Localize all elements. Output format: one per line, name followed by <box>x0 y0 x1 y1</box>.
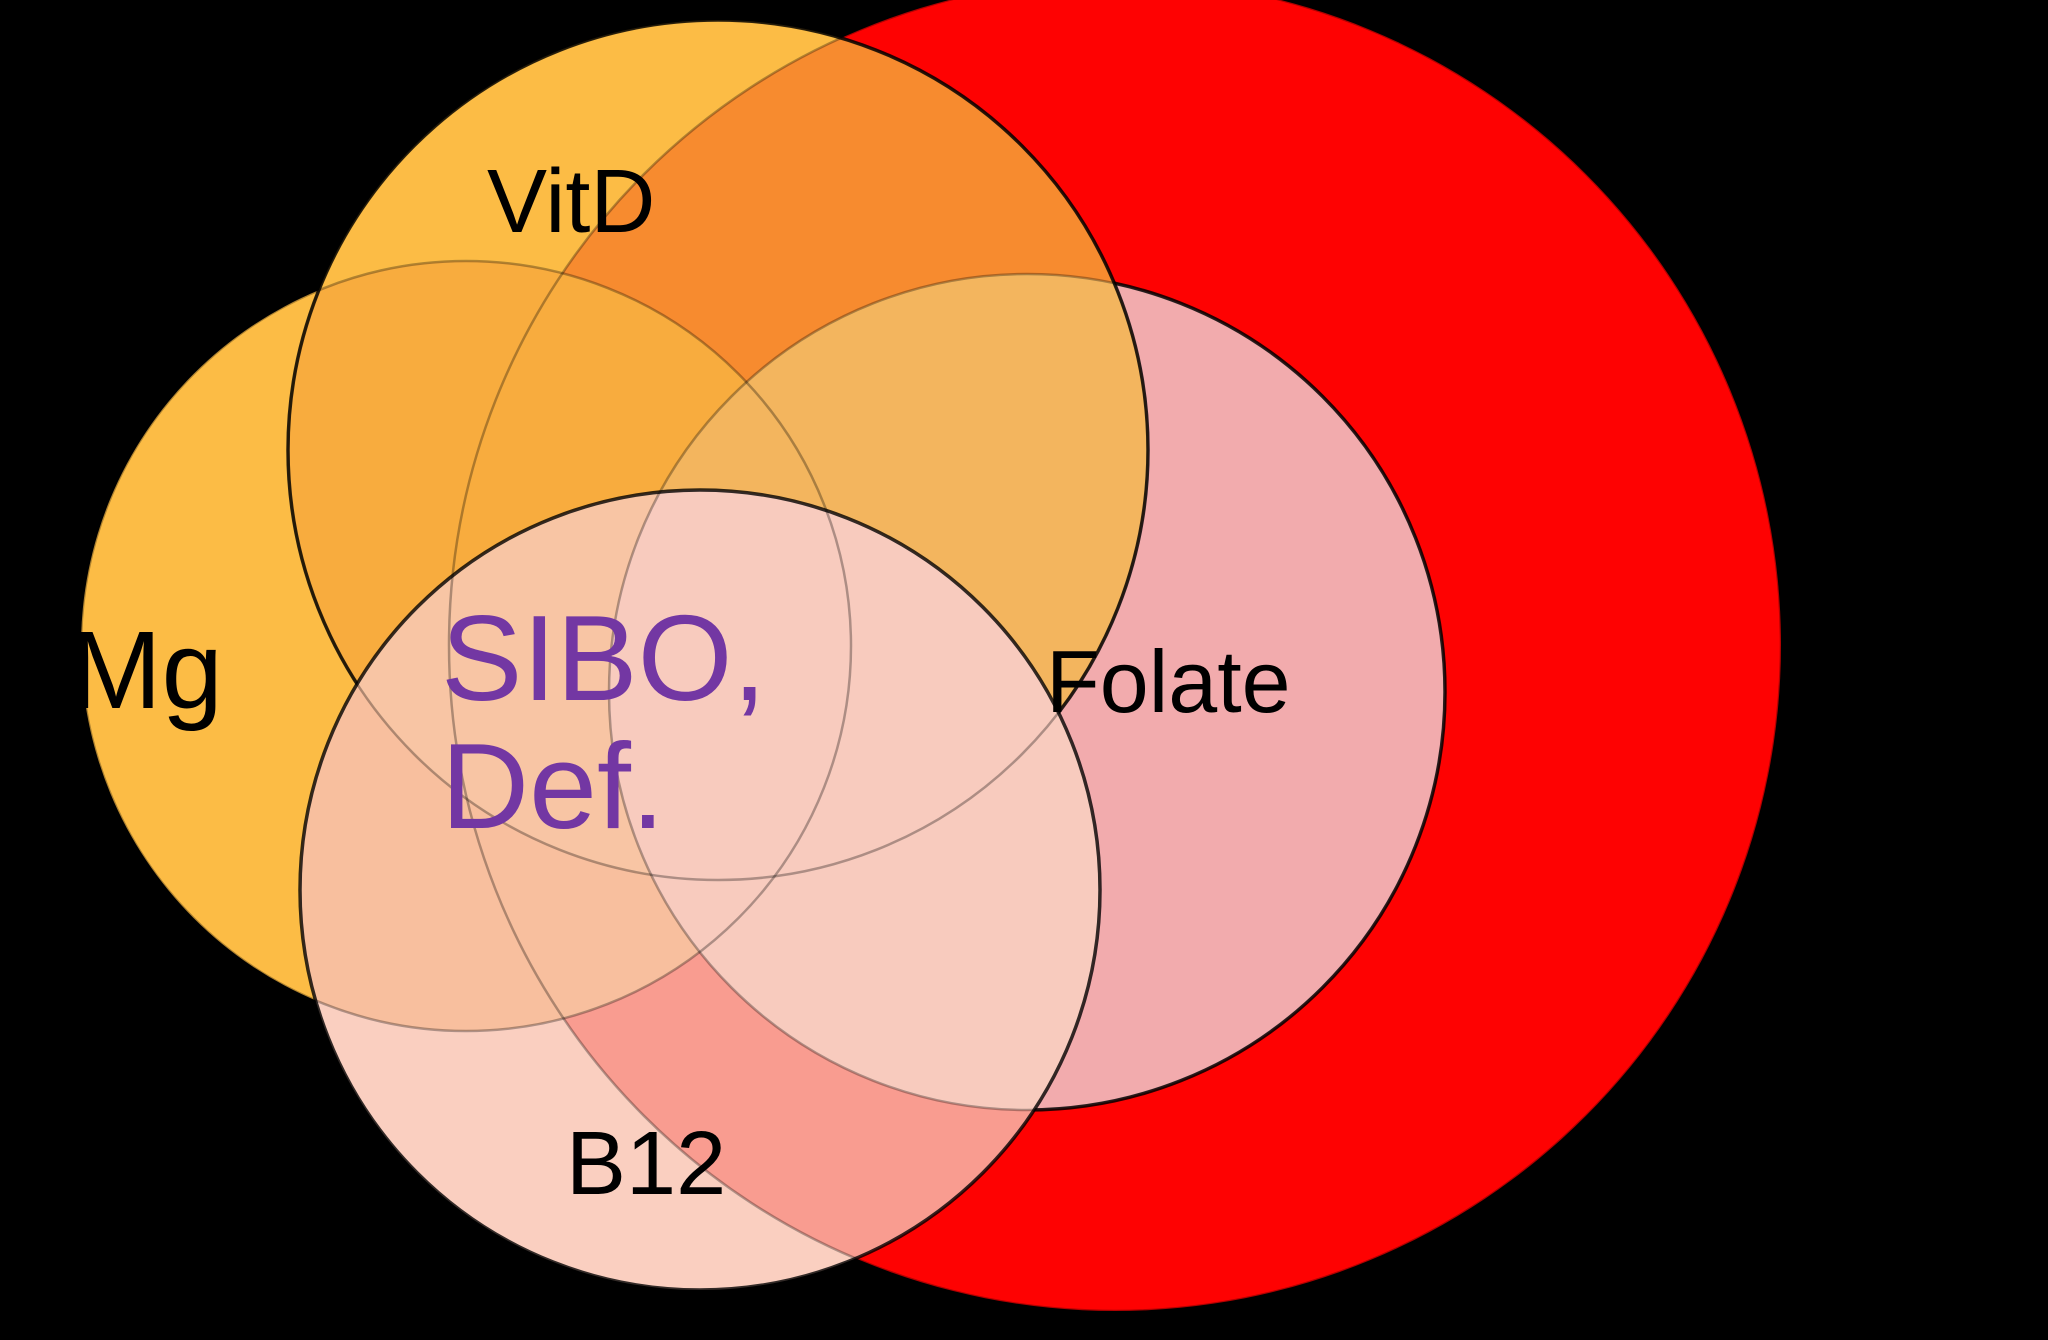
mg-set-label: Mg <box>70 609 223 732</box>
b12-set-label: B12 <box>566 1114 726 1214</box>
folate-set-outline <box>607 272 1447 1112</box>
mg-set-outline <box>79 259 853 1033</box>
folate-set-label: Folate <box>1046 632 1291 731</box>
annotation-def-line2: Def. <box>441 718 665 854</box>
vitd-set-outline <box>286 18 1150 882</box>
annotation-sibo-line1: SIBO, <box>441 590 766 726</box>
red-set-outline <box>447 0 1783 1313</box>
vitd-set-label: VitD <box>487 152 655 252</box>
b12-set-outline <box>298 488 1102 1292</box>
region-b12-folate-overlap <box>609 490 1100 1110</box>
